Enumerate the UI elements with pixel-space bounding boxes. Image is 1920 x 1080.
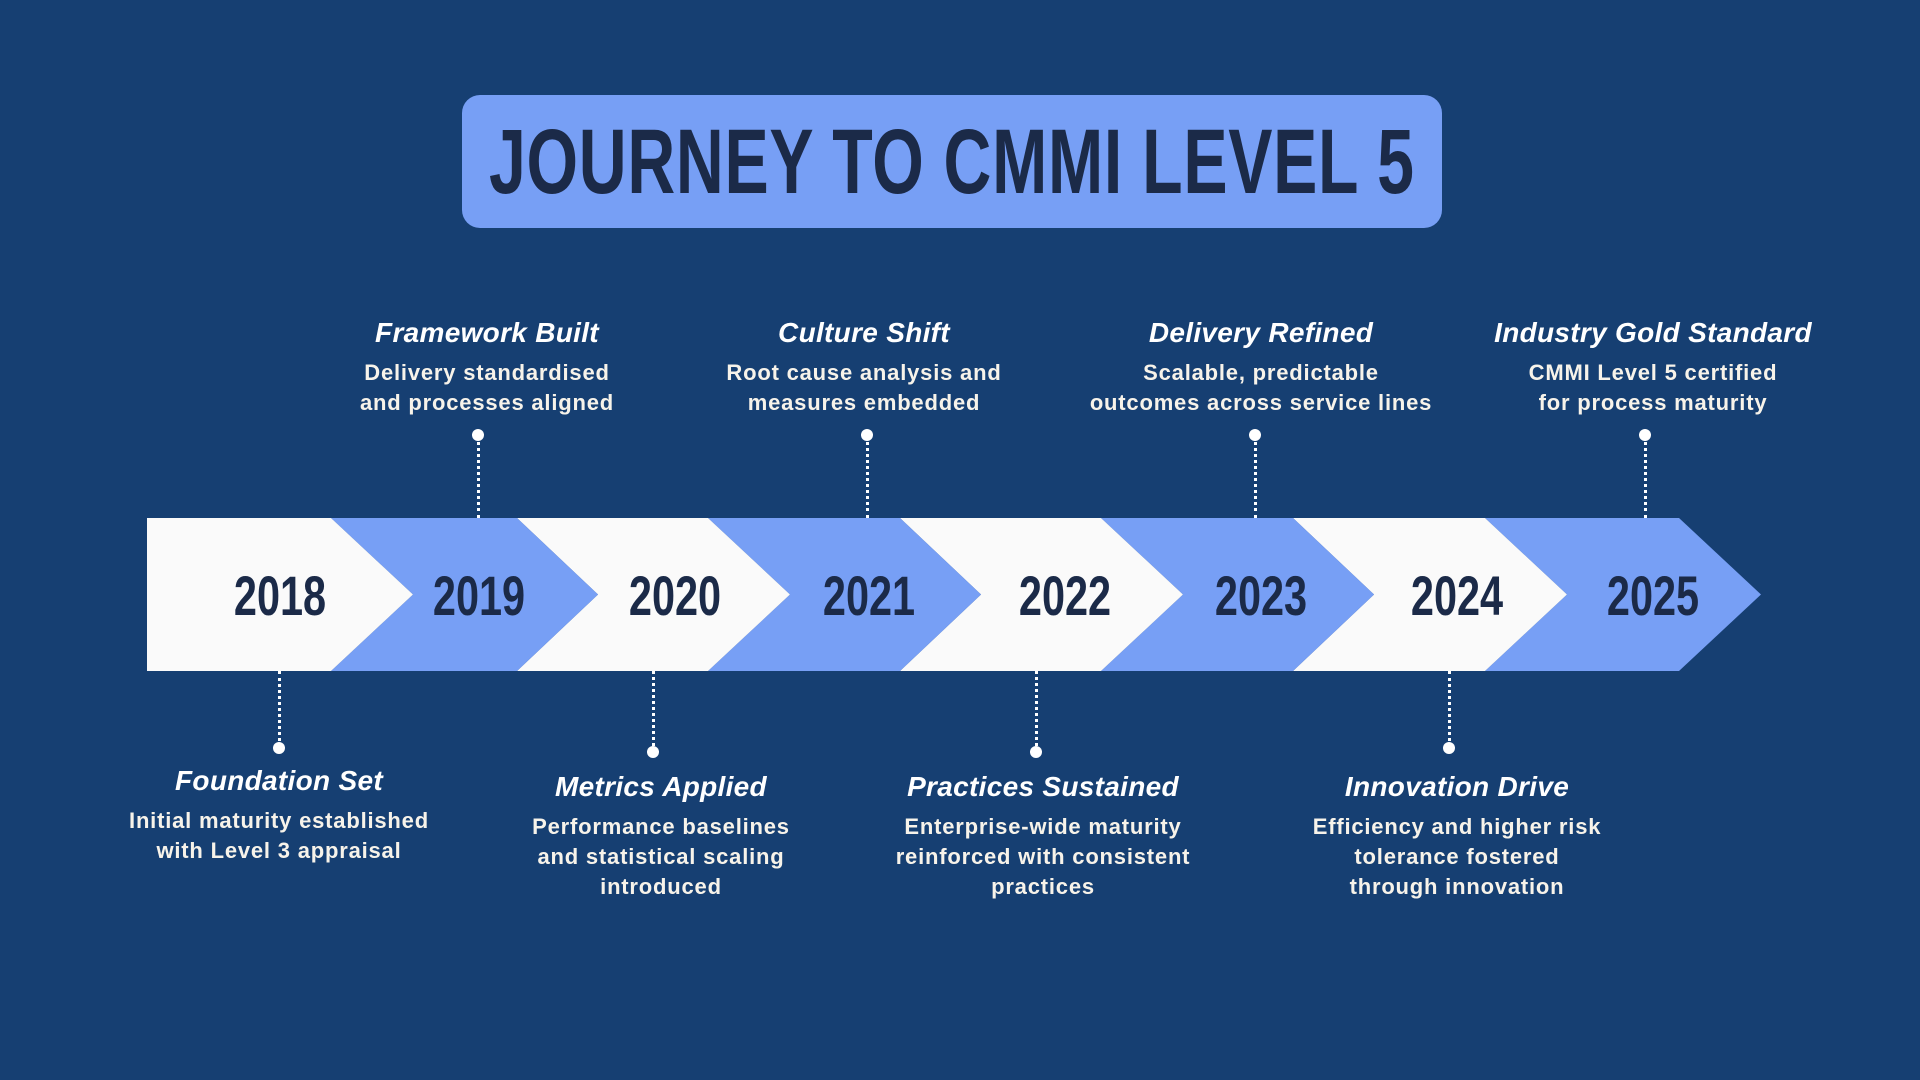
description-line: practices [991, 874, 1095, 899]
chevron-segment-2018 [147, 518, 413, 671]
chevron-segment-2025 [1485, 518, 1761, 671]
milestone-title: Practices Sustained [907, 771, 1179, 802]
milestone-dot [1030, 746, 1042, 758]
description-line: and processes aligned [360, 390, 614, 415]
year-label: 2023 [1214, 564, 1308, 627]
description-line: outcomes across service lines [1089, 390, 1433, 415]
milestone-title: Delivery Refined [1148, 317, 1374, 348]
description-line: introduced [600, 874, 722, 899]
connector-line [651, 671, 655, 752]
milestone-description: Performance baselines and statistical sca… [451, 812, 871, 902]
year-label: 2025 [1606, 564, 1700, 627]
milestone-title: Metrics Applied [555, 771, 767, 802]
connector-line [1034, 671, 1038, 752]
chevron-segment-2023 [1101, 518, 1374, 671]
milestone-dot [1639, 429, 1651, 441]
milestone-description: Initial maturity established with Level 3… [69, 806, 489, 866]
description-line: Scalable, predictable [1143, 360, 1379, 385]
milestone-dot [472, 429, 484, 441]
description-line: Enterprise-wide maturity [904, 814, 1182, 839]
milestone-description: Delivery standardised and processes align… [277, 358, 697, 418]
year-label: 2022 [1018, 564, 1112, 627]
milestone-description: Scalable, predictable outcomes across ser… [1051, 358, 1471, 418]
milestone-description: Enterprise-wide maturity reinforced with … [833, 812, 1253, 902]
year-label: 2021 [822, 564, 916, 627]
description-line: measures embedded [747, 390, 981, 415]
milestone-dot [273, 742, 285, 754]
milestone-title: Innovation Drive [1344, 771, 1570, 802]
description-line: Delivery standardised [364, 360, 610, 385]
year-label: 2024 [1410, 564, 1504, 627]
description-line: Initial maturity established [129, 808, 429, 833]
description-line: tolerance fostered [1354, 844, 1560, 869]
year-label: 2020 [628, 564, 722, 627]
description-line: through innovation [1349, 874, 1565, 899]
description-line: Efficiency and higher risk [1312, 814, 1602, 839]
description-line: for process maturity [1538, 390, 1768, 415]
connector-line [277, 671, 281, 748]
connector-line [1253, 435, 1257, 518]
milestone-dot [1249, 429, 1261, 441]
page-title: JOURNEY TO CMMI LEVEL 5 [489, 110, 1415, 213]
milestone-title: Industry Gold Standard [1494, 317, 1812, 348]
chevron-segment-2024 [1293, 518, 1567, 671]
chevron-segment-2021 [708, 518, 981, 671]
milestone-dot [861, 429, 873, 441]
milestone-description: Root cause analysis and measures embedded [654, 358, 1074, 418]
description-line: CMMI Level 5 certified [1528, 360, 1778, 385]
description-line: with Level 3 appraisal [156, 838, 402, 863]
connector-line [865, 435, 869, 518]
title-banner: JOURNEY TO CMMI LEVEL 5 [462, 95, 1442, 228]
milestone-title: Culture Shift [778, 317, 950, 348]
description-line: reinforced with consistent [895, 844, 1191, 869]
milestone-title: Foundation Set [175, 765, 383, 796]
milestone-dot [647, 746, 659, 758]
milestone-description: Efficiency and higher risk tolerance fost… [1247, 812, 1667, 902]
description-line: Root cause analysis and [726, 360, 1002, 385]
connector-line [1643, 435, 1647, 518]
year-label: 2019 [432, 564, 526, 627]
description-line: and statistical scaling [537, 844, 785, 869]
chevron-segment-2019 [331, 518, 598, 671]
milestone-description: CMMI Level 5 certified for process maturi… [1443, 358, 1863, 418]
description-line: Performance baselines [532, 814, 790, 839]
year-label: 2018 [233, 564, 327, 627]
connector-line [476, 435, 480, 518]
milestone-dot [1443, 742, 1455, 754]
chevron-segment-2020 [517, 518, 790, 671]
chevron-segment-2022 [900, 518, 1183, 671]
milestone-title: Framework Built [375, 317, 599, 348]
connector-line [1447, 671, 1451, 748]
